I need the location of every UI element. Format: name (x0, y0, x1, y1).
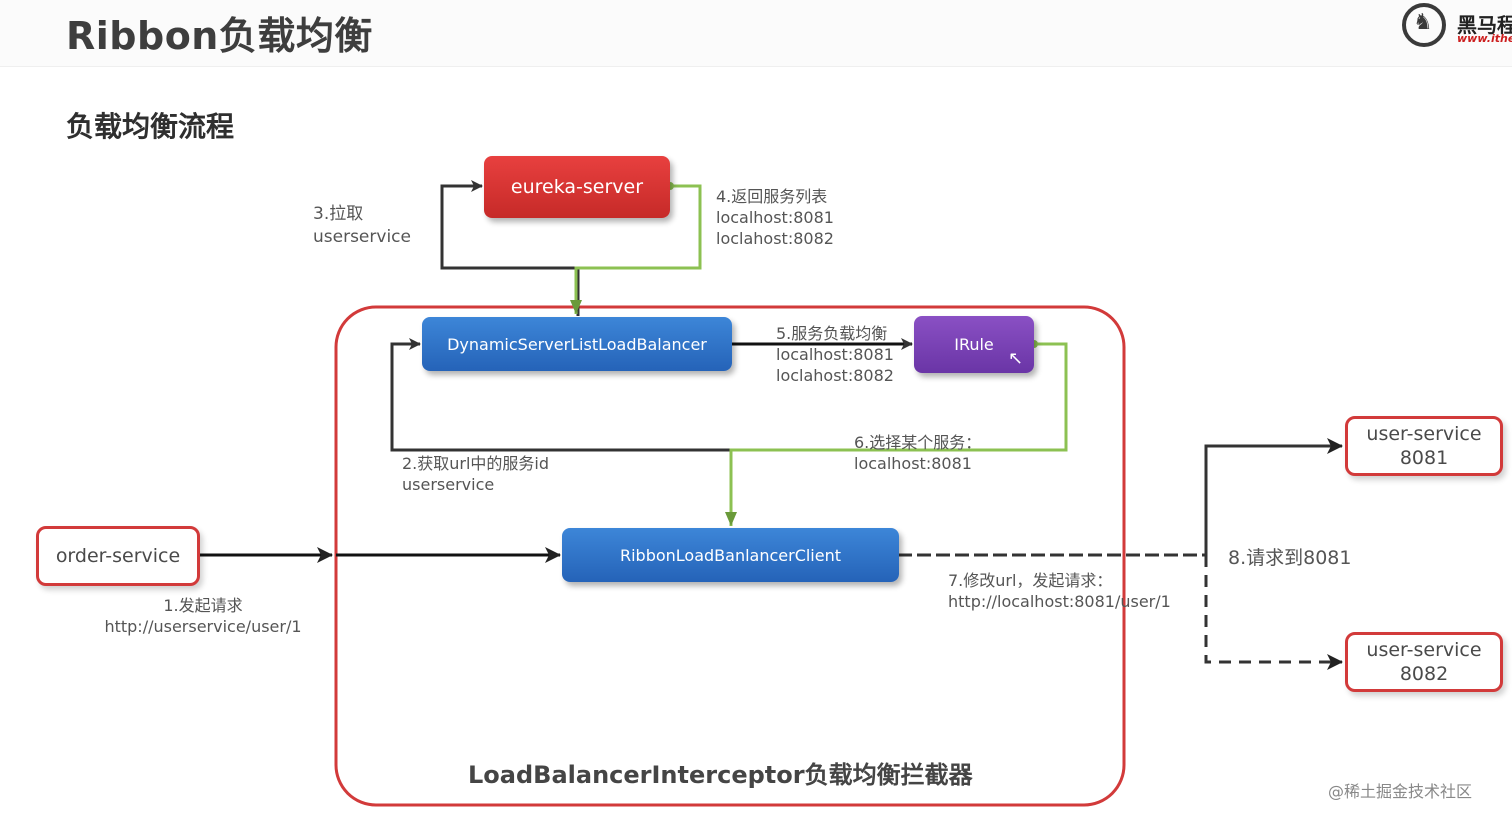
step4-label: 4.返回服务列表 localhost:8081 loclahost:8082 (716, 186, 834, 249)
logo-text: 黑马程 (1457, 13, 1512, 37)
step4-title: 4.返回服务列表 (716, 187, 828, 206)
step7-label: 7.修改url，发起请求： http://localhost:8081/user… (948, 570, 1171, 612)
step5-title: 5.服务负载均衡 (776, 324, 888, 343)
arrow-request-8081 (1204, 438, 1343, 555)
user-service-port: 8082 (1399, 663, 1449, 685)
arrowhead-choose-service (725, 512, 737, 526)
logo-icon (1402, 3, 1446, 47)
step4-line1: localhost:8081 (716, 208, 834, 227)
step5-line2: loclahost:8082 (776, 366, 894, 385)
dynamic-server-list-load-balancer-node: DynamicServerListLoadBalancer (422, 317, 732, 371)
irule-node: IRule (914, 316, 1034, 373)
arrow-request-8082 (1204, 555, 1343, 670)
user-service-8082-node: user-service 8082 (1345, 632, 1503, 692)
user-service-port: 8081 (1399, 447, 1449, 469)
step5-label: 5.服务负载均衡 localhost:8081 loclahost:8082 (776, 323, 894, 386)
step1-label: 1.发起请求 http://userservice/user/1 (92, 595, 314, 637)
step4-line2: loclahost:8082 (716, 229, 834, 248)
step7-detail: http://localhost:8081/user/1 (948, 592, 1171, 611)
arrow-return-list (574, 184, 702, 314)
step6-detail: localhost:8081 (854, 454, 972, 473)
step1-detail: http://userservice/user/1 (104, 617, 302, 636)
order-service-node: order-service (36, 526, 200, 586)
logo-url: www.ithe (1457, 32, 1512, 45)
step3-title: 3.拉取 (313, 204, 364, 224)
slide-title: Ribbon负载均衡 (66, 14, 373, 58)
arrowhead-return-list (570, 300, 582, 314)
arrow-choose-service (729, 342, 1068, 526)
step1-title: 1.发起请求 (163, 596, 243, 615)
step6-title: 6.选择某个服务： (854, 433, 982, 452)
mouse-cursor-icon: ↖ (1008, 348, 1024, 369)
header-bar (0, 0, 1512, 67)
interceptor-title: LoadBalancerInterceptor负载均衡拦截器 (468, 761, 973, 789)
step5-line1: localhost:8081 (776, 345, 894, 364)
step8-label: 8.请求到8081 (1228, 547, 1352, 569)
user-service-name: user-service (1366, 423, 1482, 445)
watermark: @稀土掘金技术社区 (1328, 782, 1473, 801)
user-service-8081-node: user-service 8081 (1345, 416, 1503, 476)
arrow-pull-service (440, 180, 580, 316)
step2-label: 2.获取url中的服务id userservice (402, 453, 549, 495)
step6-label: 6.选择某个服务： localhost:8081 (854, 432, 981, 474)
ribbon-load-balancer-client-node: RibbonLoadBanlancerClient (562, 528, 899, 582)
step7-title: 7.修改url，发起请求： (948, 571, 1113, 590)
section-subtitle: 负载均衡流程 (66, 110, 235, 143)
eureka-server-node: eureka-server (484, 156, 670, 218)
step2-detail: userservice (402, 475, 495, 494)
logo-figure-icon: ♞ (1413, 10, 1433, 35)
arrow-get-service-id (390, 338, 730, 452)
step3-detail: userservice (313, 227, 411, 247)
step3-label: 3.拉取 userservice (313, 203, 411, 249)
user-service-name: user-service (1366, 639, 1482, 661)
step2-title: 2.获取url中的服务id (402, 454, 550, 473)
